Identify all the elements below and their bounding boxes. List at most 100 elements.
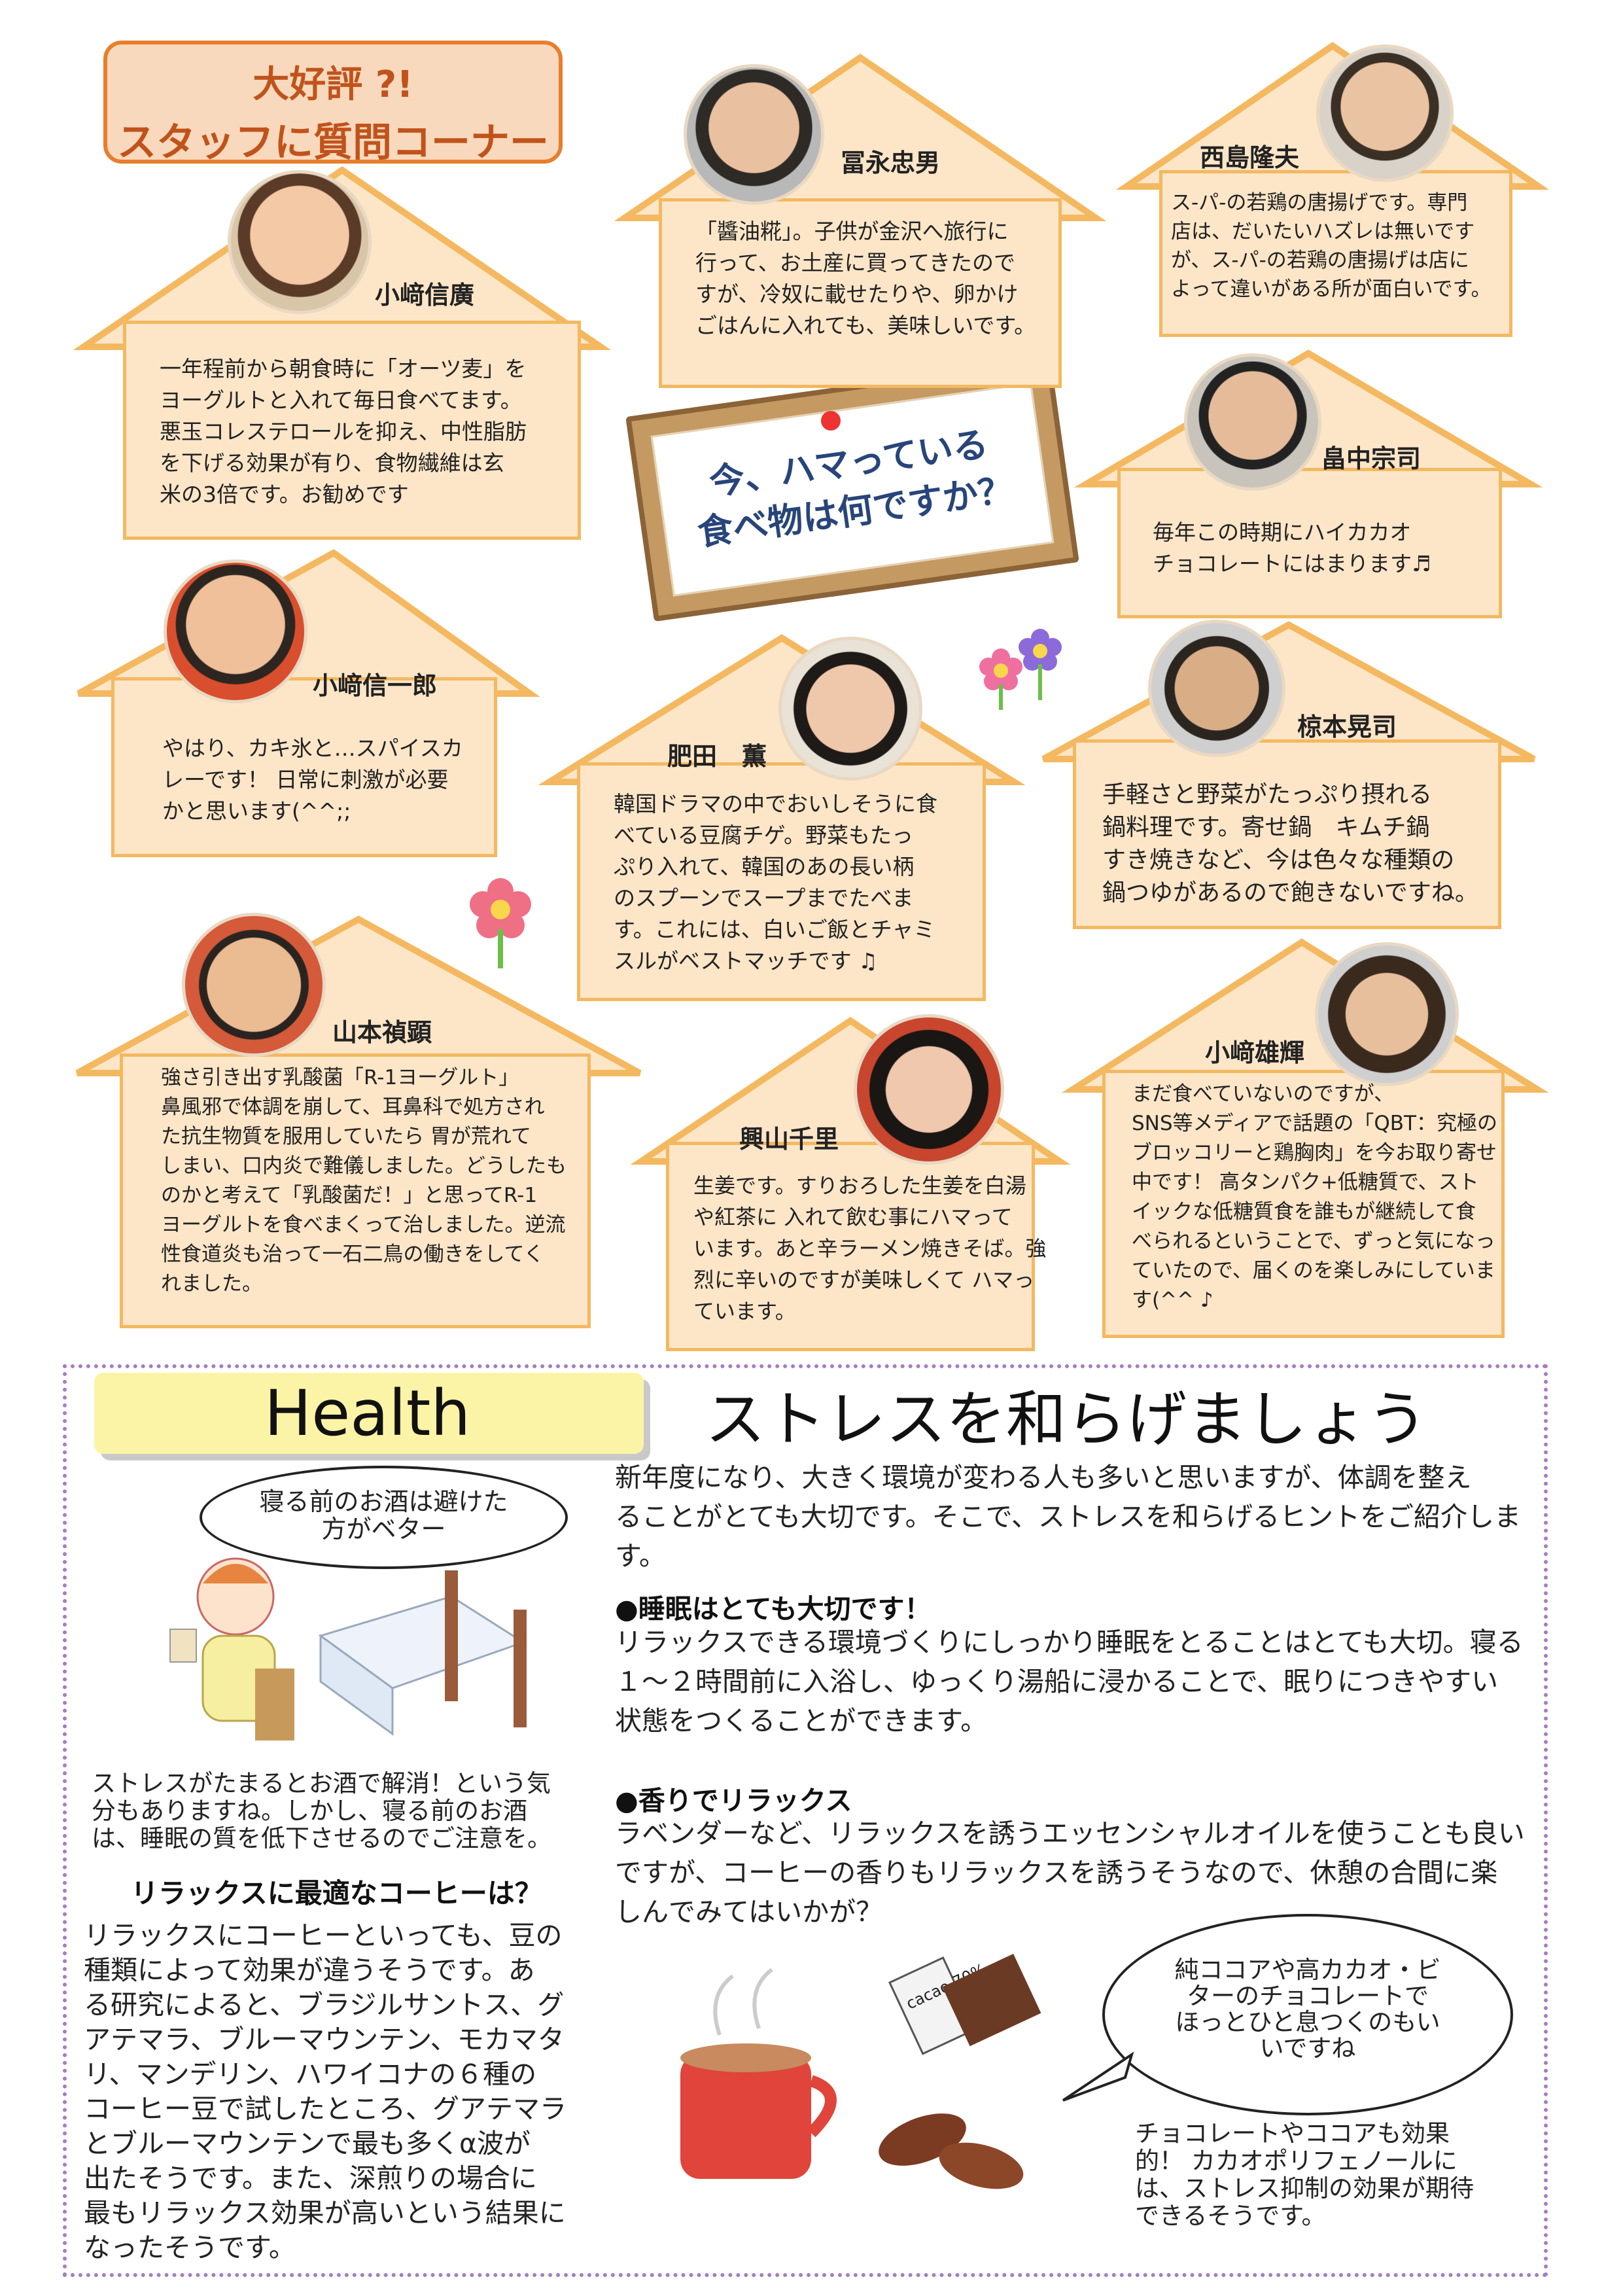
alcohol-note: ストレスがたまるとお酒で解消！という気 分もありますね。しかし、寝る前のお酒 は…	[92, 1770, 551, 1852]
intro-line: ることがとても大切です。そこで、ストレスを和らげるヒントをご紹介しま	[615, 1501, 1521, 1532]
coffee-line: 出たそうです。また、深煎りの場合に	[84, 2163, 537, 2194]
staff-name: 椋本晃司	[1297, 713, 1397, 741]
coffee-line: リ、マンデリン、ハワイコナの６種の	[84, 2058, 537, 2090]
coffee-line: 最もリラックス効果が高いという結果に	[84, 2197, 566, 2229]
staff-text-line: 性食道炎も治って一石二鳥の働きをしてく	[161, 1243, 544, 1266]
staff-text-line: を下げる効果が有り、食物繊維は玄	[160, 450, 504, 476]
staff-text-line: イックな低糖質食を誰もが継続して食	[1132, 1200, 1476, 1224]
staff-card-kozaki-yuki: 小﨑雄輝 まだ食べていないのですが、 SNS等メディアで話題の「QBT：究極の …	[1061, 936, 1549, 1341]
coffee-line: なったそうです。	[84, 2232, 296, 2263]
coffee-heading: リラックスに最適なコーヒーは？	[131, 1877, 542, 1909]
staff-photo	[1148, 620, 1285, 757]
staff-text-line: が、ス-パ-の若鶏の唐揚げは店に	[1171, 249, 1469, 272]
staff-text-line: 米の3倍です。お勧めです	[160, 482, 409, 507]
health-label-bar: Health	[94, 1373, 644, 1454]
bubble-tail	[1062, 2051, 1134, 2102]
staff-photo	[1184, 353, 1321, 491]
aroma-line: ですが、コーヒーの香りもリラックスを誘うそうなので、休憩の合間に楽	[615, 1857, 1498, 1888]
staff-name: 小﨑雄輝	[1205, 1038, 1305, 1067]
bubble-line: ターのチョコレートで	[1187, 1982, 1429, 2010]
staff-text-line: 鍋料理です。寄せ鍋 キムチ鍋	[1102, 814, 1430, 841]
staff-card-tominaga-tadao: 冨永忠男 「醬油糀」。子供が金沢へ旅行に 行って、お土産に買ってきたので すが、…	[614, 51, 1107, 391]
bubble-line: いですね	[1259, 2034, 1356, 2062]
staff-text-line: まだ食べていないのですが、	[1132, 1082, 1395, 1106]
staff-text-line: ヨーグルトを食べまくって治しました。逆流	[161, 1213, 566, 1237]
sleep-heading: ●睡眠はとても大切です！	[615, 1593, 932, 1625]
staff-photo	[164, 559, 307, 703]
staff-text-line: ヨーグルトと入れて毎日食べてます。	[160, 387, 522, 413]
coffee-line: リラックスにコーヒーといっても、豆の	[84, 1920, 563, 1951]
staff-text-line: れました。	[161, 1272, 262, 1296]
staff-card-hida-kaoru: 肥田 薫 韓国ドラマの中でおいしそうに食 べている豆腐チゲ。野菜もたっ ぷり入れ…	[538, 631, 1026, 1004]
staff-name: 山本禎顕	[332, 1018, 432, 1047]
staff-name: 小﨑信廣	[375, 281, 475, 309]
staff-text-line: 行って、お土産に買ってきたので	[695, 250, 1016, 275]
intro-line: 新年度になり、大きく環境が変わる人も多いと思いますが、体調を整え	[615, 1462, 1472, 1493]
aroma-text: ラベンダーなど、リラックスを誘うエッセンシャルオイルを使うことも良い ですが、コ…	[615, 1814, 1525, 1932]
staff-card-nishijima-takao: 西島隆夫 ス-パ-の若鶏の唐揚げです。専門 店は、だいたいハズレは無いです が、…	[1115, 39, 1550, 340]
badge-line-1: 大好評 ?!	[253, 63, 413, 106]
staff-photo	[778, 637, 922, 781]
flower-icon	[470, 878, 531, 968]
intro-line: す。	[615, 1540, 666, 1572]
sleep-line: リラックスできる環境づくりにしっかり睡眠をとることはとても大切。寝る	[615, 1627, 1524, 1658]
aroma-heading: ●香りでリラックス	[615, 1785, 852, 1816]
staff-card-kozaki-nobuhiro: 小﨑信廣 一年程前から朝食時に「オーツ麦」を ヨーグルトと入れて毎日食べてます。…	[71, 157, 614, 543]
pushpin-icon	[821, 411, 841, 431]
staff-photo	[182, 913, 326, 1057]
coffee-line: とブルーマウンテンで最も多くα波が	[84, 2128, 531, 2159]
note-line: は、ストレス抑制の効果が期待	[1135, 2174, 1474, 2202]
staff-text-line: ていたので、届くのを楽しみにしていま	[1132, 1259, 1495, 1282]
staff-text-line: 悪玉コレステロールを抑え、中性脂肪	[160, 419, 527, 444]
staff-text-line: ブロッコリーと鶏胸肉」を今お取り寄せ	[1132, 1141, 1497, 1165]
staff-text-line: や紅茶に 入れて飲む事にハマって	[693, 1205, 1013, 1229]
person-and-bed-illustration	[169, 1557, 527, 1740]
staff-text-line: べている豆腐チゲ。野菜もたっ	[614, 822, 914, 848]
staff-text-line: よって違いがある所が面白いです。	[1171, 277, 1492, 301]
cocoa-and-chocolate-illustration: cacao 70%	[680, 1953, 1041, 2189]
staff-photo	[1315, 942, 1459, 1086]
staff-text-line: しまい、口内炎で難儀しました。どうしたも	[161, 1154, 567, 1178]
note-line: は、睡眠の質を低下させるのでご注意を。	[92, 1824, 551, 1852]
staff-text-line: 毎年この時期にハイカカオ	[1153, 520, 1412, 545]
coffee-line: アテマラ、ブルーマウンテン、モカマタ	[84, 2024, 565, 2055]
staff-text-line: 鼻風邪で体調を崩して、耳鼻科で処方され	[161, 1095, 545, 1119]
staff-text-line: すが、冷奴に載せたりや、卵かけ	[695, 281, 1019, 307]
staff-text-line: す。これには、白いご飯とチャミ	[614, 917, 935, 942]
staff-text-line: 烈に辛いのですが美味しくて ハマっ	[693, 1267, 1035, 1292]
note-line: 分もありますね。しかし、寝る前のお酒	[92, 1797, 527, 1825]
staff-card-hatanaka-soji: 畠中宗司 毎年この時期にハイカカオ チョコレートにはまります♬	[1073, 340, 1543, 622]
coffee-line: コーヒー豆で試したところ、グアテマラ	[84, 2093, 567, 2125]
flower-icon	[979, 629, 1062, 710]
health-title: ストレスを和らげましょう	[705, 1385, 1428, 1455]
aroma-line: しんでみてはいかが？	[615, 1896, 883, 1928]
staff-name: 冨永忠男	[841, 149, 941, 177]
bubble-line: 方がベター	[321, 1515, 446, 1544]
bubble-line: 寝る前のお酒は避けた	[259, 1487, 508, 1516]
feature-title-badge: 大好評 ?! スタッフに質問コーナー♪	[103, 41, 563, 213]
staff-text-line: 強さ引き出す乳酸菌「R-1ヨーグルト」	[161, 1066, 519, 1089]
staff-text-line: います。あと辛ラーメン焼きそば。強	[693, 1236, 1047, 1261]
staff-card-mukumoto-koji: 椋本晃司 手軽さと野菜がたっぷり摂れる 鍋料理です。寄せ鍋 キムチ鍋 すき焼きな…	[1037, 618, 1541, 932]
sleep-line: 状態をつくることができます。	[615, 1705, 988, 1737]
staff-text-line: 中です！ 高タンパク+低糖質で、スト	[1132, 1171, 1479, 1194]
note-line: ストレスがたまるとお酒で解消！という気	[92, 1769, 551, 1797]
staff-text-line: 韓国ドラマの中でおいしそうに食	[614, 791, 937, 817]
staff-photo	[228, 170, 372, 314]
staff-text-line: チョコレートにはまります♬	[1153, 551, 1431, 576]
staff-text-line: SNS等メディアで話題の「QBT：究極の	[1132, 1112, 1497, 1135]
staff-text-line: ごはんに入れても、美味しいです。	[695, 313, 1036, 338]
staff-text-line: ぷり入れて、韓国のあの長い柄	[614, 854, 915, 879]
health-label: Health	[264, 1377, 471, 1450]
staff-name: 興山千里	[739, 1125, 839, 1154]
staff-text-line: スルがベストマッチです ♫	[614, 948, 878, 974]
staff-photo	[1316, 44, 1454, 182]
staff-text-line: ています。	[693, 1299, 796, 1324]
note-line: 的！ カカオポリフェノールに	[1135, 2147, 1457, 2175]
staff-text-line: のかと考えて「乳酸菌だ！」と思ってR-1	[161, 1184, 538, 1207]
staff-text-line: 「醬油糀」。子供が金沢へ旅行に	[695, 219, 1009, 244]
coffee-line: る研究によると、ブラジルサントス、グ	[84, 1989, 565, 2021]
staff-photo	[854, 1014, 1004, 1165]
staff-text-line: 生姜です。すりおろした生姜を白湯	[693, 1173, 1026, 1198]
staff-text-line: のスプーンでスープまでたべま	[614, 885, 914, 911]
